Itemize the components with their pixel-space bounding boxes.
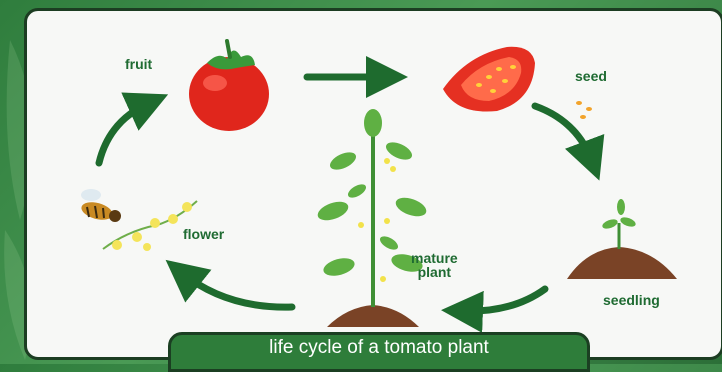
arrow-flower-to-fruit <box>99 103 149 163</box>
diagram-title: life cycle of a tomato plant <box>269 337 489 358</box>
arrow-seed-to-seedling <box>535 106 592 161</box>
cycle-arrows <box>99 77 592 311</box>
arrow-seedling-to-mature <box>462 289 545 311</box>
label-fruit: fruit <box>125 57 152 71</box>
seeds-illustration <box>576 101 592 119</box>
label-seedling: seedling <box>603 293 660 307</box>
label-mature-plant-line2: plant <box>411 265 458 279</box>
tomato-fruit-illustration <box>189 41 269 131</box>
label-flower: flower <box>183 227 224 241</box>
label-seed: seed <box>575 69 607 83</box>
mature-plant-illustration <box>315 109 429 327</box>
label-mature-plant: mature plant <box>411 251 458 279</box>
diagram-panel: fruit seed seedling mature plant flower <box>24 8 722 360</box>
arrow-mature-to-flower <box>182 273 292 307</box>
tomato-slice-illustration <box>443 47 535 112</box>
seedling-illustration <box>567 199 677 279</box>
bee-and-flower-illustration <box>79 189 197 251</box>
title-bar: life cycle of a tomato plant <box>168 332 590 372</box>
label-mature-plant-line1: mature <box>411 251 458 265</box>
